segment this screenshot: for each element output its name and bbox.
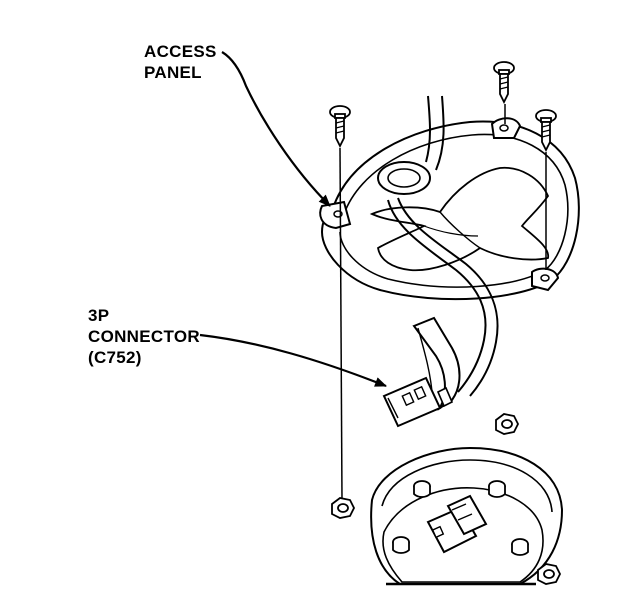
- screw-top: [493, 61, 515, 105]
- connector-label-line1: 3P: [88, 306, 110, 325]
- nut-lower-right: [537, 563, 562, 585]
- 3p-connector: [382, 316, 461, 428]
- connector-label-line2: CONNECTOR: [88, 327, 200, 346]
- access-panel-label: ACCESS PANEL: [144, 41, 217, 83]
- access-panel: [319, 117, 580, 301]
- nut-upper-right: [495, 413, 520, 435]
- boss-4: [511, 538, 529, 556]
- nut-left: [331, 497, 356, 519]
- access-panel-arrow: [221, 51, 331, 207]
- base-connector-socket: [426, 494, 488, 554]
- connector-label: 3P CONNECTOR (C752): [88, 305, 200, 368]
- boss-3: [392, 536, 410, 554]
- boss-2: [488, 480, 506, 498]
- leader-arrows: [199, 51, 387, 388]
- boss-1: [413, 480, 431, 498]
- screw-left: [329, 105, 351, 149]
- screw-right: [535, 109, 557, 153]
- access-panel-label-line1: ACCESS: [144, 42, 217, 61]
- connector-arrow: [199, 333, 387, 388]
- guide-lines: [339, 104, 547, 501]
- access-panel-label-line2: PANEL: [144, 63, 202, 82]
- connector-label-line3: (C752): [88, 348, 142, 367]
- base-bosses: [392, 480, 529, 556]
- wire-harness: [387, 95, 499, 397]
